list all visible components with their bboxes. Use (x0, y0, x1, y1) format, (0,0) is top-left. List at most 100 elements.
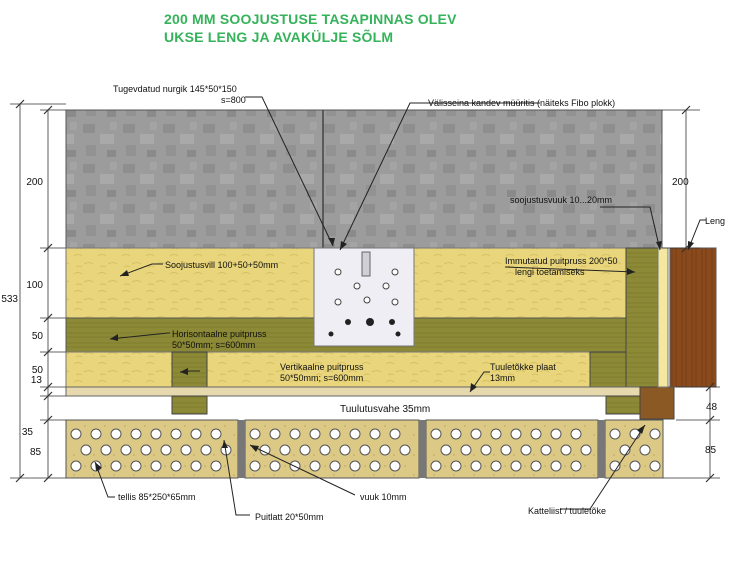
vertical-batten-right (589, 351, 627, 388)
dim-total-533: 533 (1, 294, 18, 305)
brick-hole (480, 444, 492, 456)
dim-left-50b: 50 (32, 365, 44, 376)
brick-hole (359, 444, 371, 456)
dim-left-13: 13 (31, 375, 43, 386)
brick-hole (150, 460, 162, 472)
door-frame (669, 247, 717, 388)
brick-hole (249, 460, 261, 472)
brick-hole (269, 428, 281, 440)
brick-hole (100, 444, 112, 456)
support-timber-200x50 (625, 247, 659, 388)
brick-hole (180, 444, 192, 456)
bracket-bolts (328, 318, 401, 337)
brick-hole (329, 460, 341, 472)
brick-hole (309, 428, 321, 440)
brick-hole (369, 460, 381, 472)
brick-hole (170, 428, 182, 440)
brick-hole (629, 460, 641, 472)
brick-hole (530, 460, 542, 472)
brick-hole (520, 444, 532, 456)
label-tuuletokke-line2: 13mm (490, 373, 515, 383)
brick-hole (349, 428, 361, 440)
label-tellis: tellis 85*250*65mm (118, 492, 196, 502)
leader-lines (94, 96, 706, 516)
brick-hole (550, 460, 562, 472)
brick-hole (289, 428, 301, 440)
brick-hole (269, 460, 281, 472)
brick-hole (309, 460, 321, 472)
brick-hole (510, 428, 522, 440)
dim-right-200: 200 (672, 177, 689, 188)
label-puitlatt: Puitlatt 20*50mm (255, 512, 324, 522)
label-wall: Välisseina kandev müüritis (näiteks Fibo… (428, 98, 615, 108)
brick-hole (379, 444, 391, 456)
dim-right-48: 48 (706, 402, 718, 413)
label-immutatud-line2: lengi toetamiseks (515, 267, 585, 277)
brick-hole (170, 460, 182, 472)
brick-hole (470, 460, 482, 472)
brick-hole (399, 444, 411, 456)
brick-hole (490, 460, 502, 472)
label-tuuletokke-line1: Tuuletõkke plaat (490, 362, 556, 372)
brick-hole (540, 444, 552, 456)
brick-hole (500, 444, 512, 456)
brick-hole (530, 428, 542, 440)
cover-strip (639, 386, 675, 420)
label-leng: Leng (705, 216, 725, 226)
brick-hole (440, 444, 452, 456)
brick-hole (279, 444, 291, 456)
wall-masonry (65, 109, 663, 249)
dimension-ticks (15, 99, 715, 483)
brick-hole (130, 460, 142, 472)
drawing-title-line2: UKSE LENG JA AVAKÜLJE SÕLM (164, 29, 394, 45)
brick-hole (580, 444, 592, 456)
wood-lath-right (605, 395, 643, 415)
bracket-holes (334, 268, 399, 306)
dim-left-50a: 50 (32, 331, 44, 342)
label-immutatud-line1: Immutatud puitpruss 200*50 (505, 256, 618, 266)
label-soojustusvill: Soojustusvill 100+50+50mm (165, 260, 278, 270)
brick-hole (639, 444, 651, 456)
bracket-anchor (361, 251, 371, 277)
vertical-batten (171, 351, 208, 388)
label-tuulutusvahe: Tuulutusvahe 35mm (340, 404, 430, 415)
brick-hole (249, 428, 261, 440)
brick-hole (430, 428, 442, 440)
brick-hole (349, 460, 361, 472)
brick-hole (510, 460, 522, 472)
brick-hole (120, 444, 132, 456)
brick-hole (70, 428, 82, 440)
brick-hole (339, 444, 351, 456)
brick-hole (80, 444, 92, 456)
insulation-gap (657, 247, 669, 388)
brick-hole (130, 428, 142, 440)
dim-left-35: 35 (22, 427, 34, 438)
wind-barrier-board (65, 386, 643, 397)
brick-hole (550, 428, 562, 440)
label-horisontaalne-line2: 50*50mm; s=600mm (172, 340, 255, 350)
brick-hole (70, 460, 82, 472)
dim-left-200: 200 (26, 177, 43, 188)
dim-left-85: 85 (30, 447, 42, 458)
brick-hole (140, 444, 152, 456)
label-vuuk: vuuk 10mm (360, 492, 407, 502)
brick-hole (90, 428, 102, 440)
brick-hole (210, 460, 222, 472)
label-horisontaalne-line1: Horisontaalne puitpruss (172, 329, 267, 339)
label-nurgik-line1: Tugevdatud nurgik 145*50*150 (113, 84, 237, 94)
brick-hole (299, 444, 311, 456)
callout-labels: Tugevdatud nurgik 145*50*150 s=800 Välis… (113, 84, 725, 522)
brick-hole (329, 428, 341, 440)
brick-hole (470, 428, 482, 440)
brick-hole (649, 428, 661, 440)
brick-hole (190, 428, 202, 440)
insulation-layer-50 (65, 351, 627, 388)
wood-lath (171, 395, 208, 415)
label-katteliist: Katteliist / tuuletõke (528, 506, 606, 516)
brick-hole (560, 444, 572, 456)
brick-hole (450, 460, 462, 472)
drawing-title-line1: 200 MM SOOJUSTUSE TASAPINNAS OLEV (164, 11, 457, 27)
brick-hole (319, 444, 331, 456)
